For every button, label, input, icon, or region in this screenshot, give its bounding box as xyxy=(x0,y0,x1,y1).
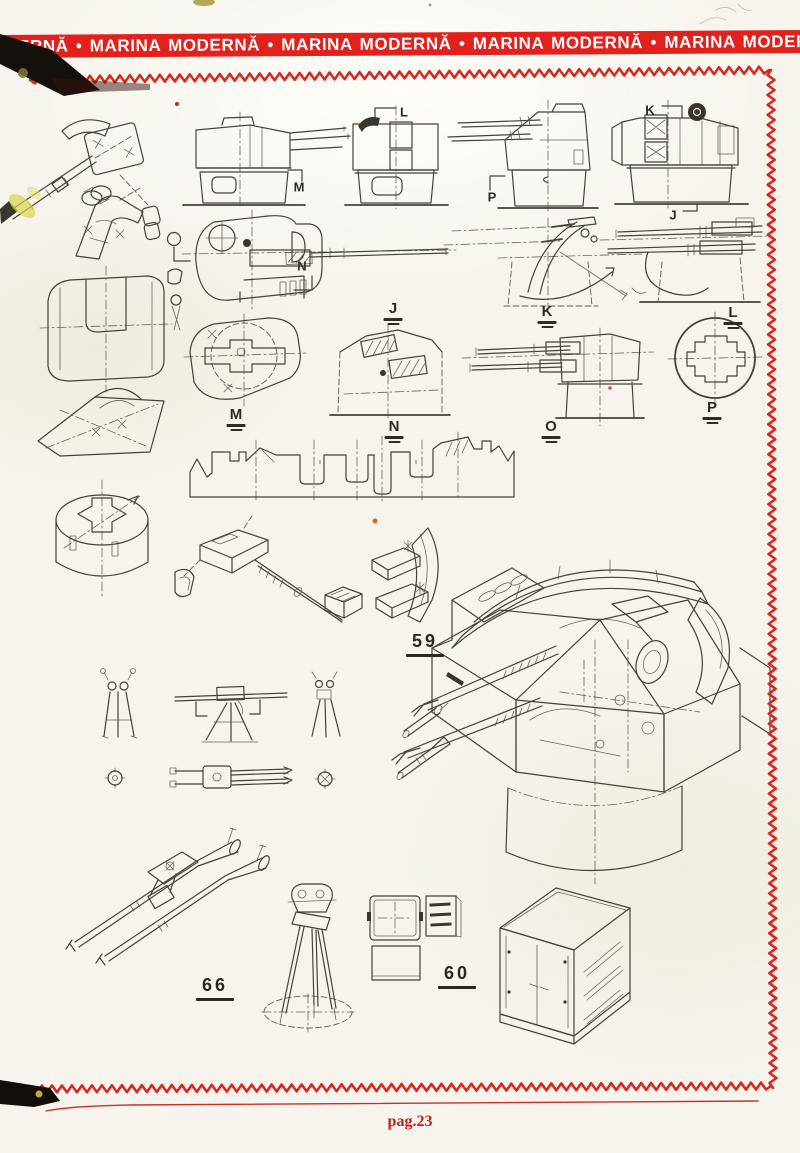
base-plate-drawing xyxy=(37,387,165,457)
highlighter-smudge xyxy=(8,194,36,218)
view-label-l: L xyxy=(723,305,743,330)
ammo-box-drawing xyxy=(324,586,363,619)
page-number: pag.23 xyxy=(387,1113,433,1130)
turret-front-view-m xyxy=(182,111,351,210)
zigzag-border xyxy=(28,65,778,1112)
machine-gun-tripod-views xyxy=(100,668,341,790)
part-number-59: 59 xyxy=(406,632,444,658)
view-label-m: M xyxy=(226,407,246,432)
cradle-bracket-drawing xyxy=(75,187,161,260)
shield-housing-drawing xyxy=(39,265,173,393)
part-number-60: 60 xyxy=(438,964,476,990)
exploded-gun-parts-drawing xyxy=(0,119,161,227)
part-number-66: 66 xyxy=(196,976,234,1002)
magazine-title-banner: ERNĂ • MARINA MODERNĂ • MARINA MODERNĂ •… xyxy=(0,30,800,58)
view-label-o: O xyxy=(541,419,561,444)
view-label-k: K xyxy=(537,304,557,329)
flat-strip-template-drawing xyxy=(189,431,515,505)
tripod-iso-drawing xyxy=(261,883,355,1033)
turret-rear-view-l xyxy=(344,105,449,210)
barrel-parts-drawing xyxy=(396,702,451,780)
scan-artifacts xyxy=(0,0,753,1107)
view-label-p: P xyxy=(702,400,722,425)
scan-speck xyxy=(193,0,215,6)
section-marker-j: J xyxy=(669,207,677,223)
section-marker-n: N xyxy=(297,258,307,274)
scan-corner-smudge-bottom-left xyxy=(0,1080,60,1107)
twin-barrel-assembly-iso-drawing xyxy=(65,827,270,966)
section-marker-m: M xyxy=(293,179,305,195)
view-p-drawing xyxy=(667,311,763,405)
view-label-n: N xyxy=(384,419,404,444)
cradle-mount-iso-drawing xyxy=(371,527,439,623)
small-fittings-drawing xyxy=(167,268,183,331)
view-o-drawing xyxy=(461,327,655,427)
banner-text: ERNĂ • MARINA MODERNĂ • MARINA MODERNĂ •… xyxy=(17,31,800,56)
view-j-drawing xyxy=(166,209,457,311)
section-marker-l: L xyxy=(400,104,408,120)
clip-part-drawing xyxy=(174,568,195,598)
view-label-j: J xyxy=(383,301,403,326)
view-n-drawing xyxy=(329,323,451,421)
turret-front-view-kj xyxy=(611,99,749,212)
gun-mechanism-iso-drawing xyxy=(183,515,343,623)
view-l-drawing xyxy=(599,217,771,303)
view-k-drawing xyxy=(443,216,643,313)
view-m-drawing xyxy=(183,313,307,407)
twin-gun-turret-iso-drawing xyxy=(391,559,771,885)
footer-rule-line xyxy=(45,1100,759,1112)
turret-side-view-p xyxy=(447,99,599,212)
drum-base-drawing xyxy=(55,479,149,598)
cabinet-box-iso-drawing xyxy=(499,887,631,1045)
section-marker-p: P xyxy=(487,189,497,205)
section-marker-k: K xyxy=(645,102,655,118)
